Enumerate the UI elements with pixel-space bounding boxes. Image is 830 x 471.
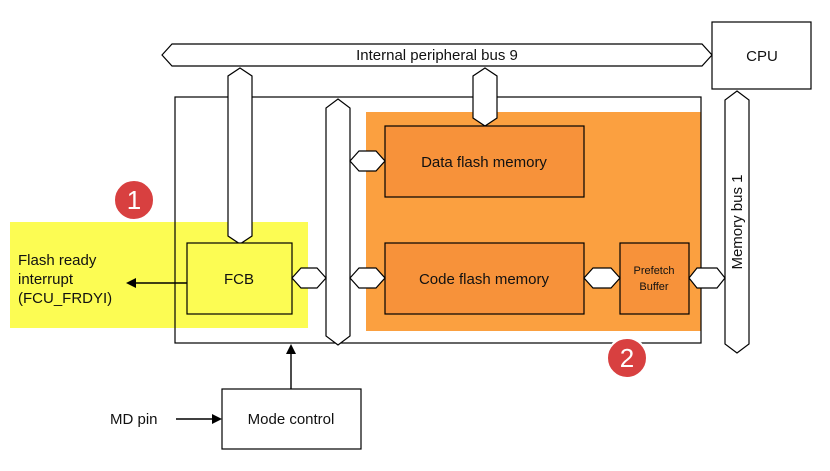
- interrupt-label-line1: Flash ready: [18, 252, 97, 269]
- flash-module-outline: [174, 96, 702, 344]
- mode-control-block: [221, 388, 362, 450]
- fcb-peripheral-bus-connector: [227, 67, 253, 245]
- mode-control-label: Mode control: [248, 411, 335, 428]
- cpu-label: CPU: [746, 48, 778, 65]
- memory-bus-connector: [688, 267, 726, 289]
- prefetch-buffer-block: [619, 242, 690, 315]
- memory-bus-label: Memory bus 1: [729, 174, 746, 269]
- badge-2-number: 2: [620, 343, 634, 373]
- md-pin-label: MD pin: [110, 411, 158, 428]
- internal-vertical-bus: [325, 98, 351, 346]
- fcb-label: FCB: [224, 271, 254, 288]
- interrupt-label-line2: interrupt: [18, 271, 74, 288]
- fcb-block: [186, 242, 293, 315]
- interrupt-label-line3: (FCU_FRDYI): [18, 290, 112, 307]
- data-flash-memory-block: [384, 125, 585, 198]
- badge-1: [113, 179, 155, 221]
- data-flash-connector: [349, 150, 386, 172]
- prefetch-connector: [583, 267, 621, 289]
- prefetch-label-line1: Prefetch: [634, 265, 675, 277]
- cpu-block: [711, 21, 812, 90]
- badge-2: [606, 337, 648, 379]
- prefetch-label-line2: Buffer: [639, 281, 668, 293]
- internal-bus-label: Internal peripheral bus 9: [356, 47, 518, 64]
- code-flash-connector: [349, 267, 386, 289]
- badge-1-number: 1: [127, 185, 141, 215]
- data-flash-peripheral-bus-connector: [472, 67, 498, 127]
- data-flash-label: Data flash memory: [421, 154, 547, 171]
- code-flash-label: Code flash memory: [419, 271, 550, 288]
- fcb-connector: [291, 267, 327, 289]
- memory-bus: [724, 90, 750, 354]
